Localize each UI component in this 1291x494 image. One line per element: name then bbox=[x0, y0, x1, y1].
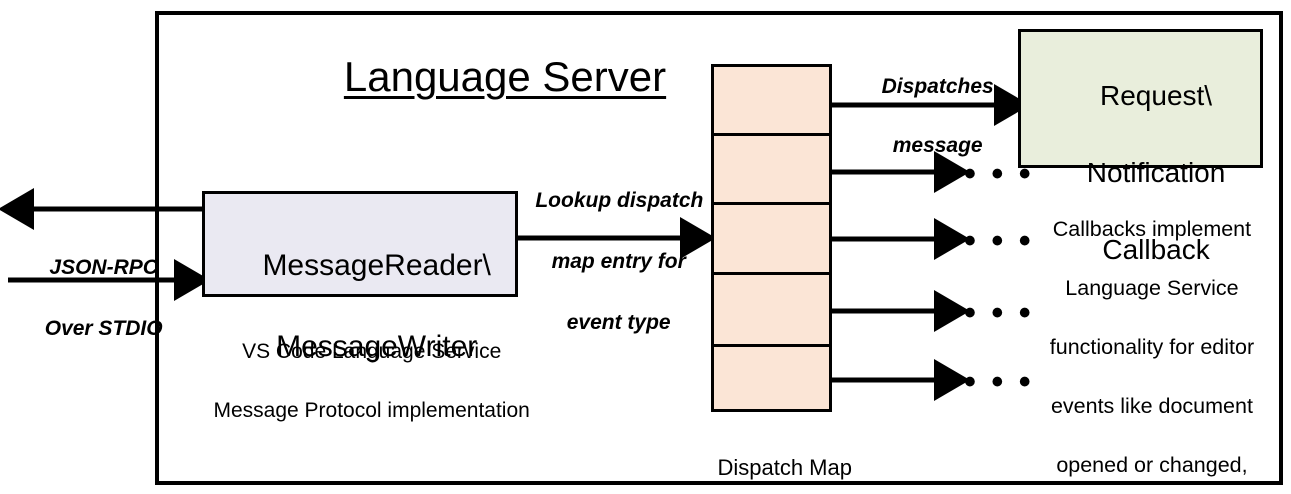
message-writer-label: MessageWriter bbox=[276, 329, 478, 363]
language-server-frame bbox=[155, 11, 1283, 485]
dispatches-label-line-2: message bbox=[892, 134, 983, 158]
ellipsis-marker: • • • bbox=[964, 222, 1034, 260]
callback-caption-line-1: Callbacks implement bbox=[1052, 217, 1252, 242]
callback-caption-line-3: functionality for editor bbox=[1049, 335, 1255, 360]
lookup-label-line-1: Lookup dispatch bbox=[535, 189, 704, 213]
message-reader-writer-box[interactable] bbox=[202, 191, 518, 297]
dispatch-map-cell[interactable] bbox=[711, 133, 832, 205]
reader-caption-line-1: VS Code Language Service bbox=[242, 339, 502, 363]
message-reader-writer-label: MessageReader\ MessageWriter bbox=[202, 205, 518, 408]
dispatch-map-caption-line-1: Dispatch Map bbox=[717, 454, 852, 480]
page-title: Language Server bbox=[343, 53, 667, 100]
lookup-label-line-2: map entry for bbox=[551, 250, 686, 274]
lookup-dispatch-label: Lookup dispatch map entry for event type bbox=[512, 156, 704, 369]
callback-caption-line-4: events like document bbox=[1050, 394, 1253, 419]
callback-caption-line-5: opened or changed, bbox=[1056, 453, 1248, 478]
dispatches-label-line-1: Dispatches bbox=[881, 74, 994, 98]
ellipsis-marker: • • • bbox=[964, 294, 1034, 332]
callback-caption: Callbacks implement Language Service fun… bbox=[1000, 186, 1280, 494]
callback-label-line-1: Request\ bbox=[1100, 80, 1213, 112]
reader-caption-line-2: Message Protocol implementation bbox=[213, 399, 530, 423]
dispatch-map-cell[interactable] bbox=[711, 344, 832, 412]
message-reader-label: MessageReader\ bbox=[262, 248, 491, 282]
callback-caption-line-2: Language Service bbox=[1065, 276, 1239, 301]
message-reader-caption: VS Code Language Service Message Protoco… bbox=[185, 307, 535, 456]
jsonrpc-transport-label: JSON-RPC Over STDIO bbox=[12, 223, 172, 375]
jsonrpc-label-line-1: JSON-RPC bbox=[49, 256, 158, 280]
dispatch-map[interactable] bbox=[711, 64, 832, 412]
dispatch-map-cell[interactable] bbox=[711, 202, 832, 275]
request-notification-callback-box[interactable] bbox=[1018, 29, 1263, 168]
dispatches-message-label: Dispatches message bbox=[836, 42, 1016, 191]
dispatch-map-caption: Dispatch Map (event_type, callback) bbox=[640, 422, 905, 494]
jsonrpc-label-line-2: Over STDIO bbox=[44, 317, 163, 341]
callback-label-line-3: Callback bbox=[1102, 233, 1210, 265]
request-notification-callback-label: Request\ Notification Callback bbox=[1018, 39, 1263, 308]
ellipsis-marker: • • • bbox=[964, 363, 1034, 401]
callback-label-line-2: Notification bbox=[1086, 157, 1226, 189]
lookup-label-line-3: event type bbox=[566, 311, 671, 335]
dispatch-map-cell[interactable] bbox=[711, 272, 832, 347]
dispatch-map-cell[interactable] bbox=[711, 64, 832, 136]
